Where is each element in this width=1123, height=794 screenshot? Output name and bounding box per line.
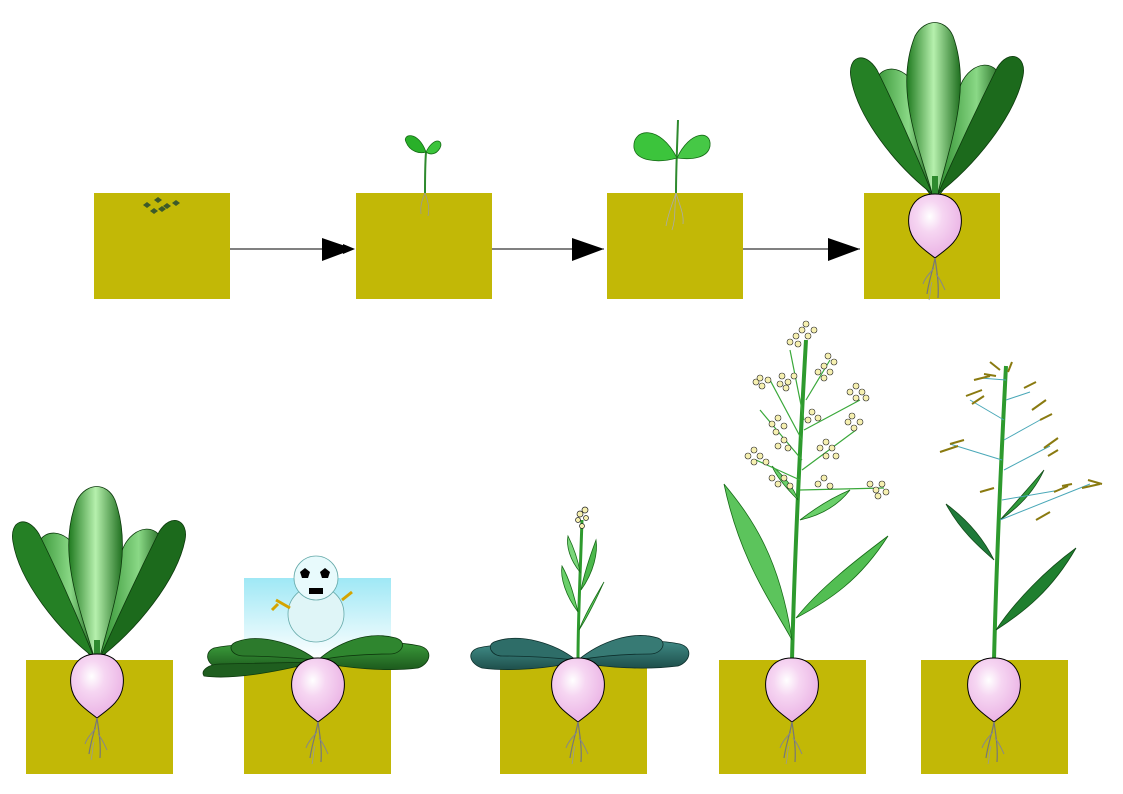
- soil-block: [356, 193, 492, 299]
- arrow-1-head: [322, 238, 354, 261]
- stage-flowering: [719, 320, 890, 774]
- stage-mature-radish: [849, 22, 1025, 301]
- stage-bolting: [470, 506, 690, 774]
- stage-mature-radish-repeat: [11, 486, 187, 774]
- seed-icon: [143, 197, 180, 214]
- arrow-2-head: [572, 238, 604, 261]
- bolting-stalk-icon: [561, 506, 605, 661]
- arrow-3-head: [828, 238, 860, 261]
- seedling-icon: [404, 135, 442, 217]
- rosette-leaves: [202, 635, 430, 678]
- seed-pods: [939, 361, 1103, 521]
- snowman-icon: [270, 555, 353, 643]
- stage-winter-rosette: [202, 555, 430, 774]
- rosette-leaves: [470, 635, 690, 671]
- stage-young-plant: [607, 119, 743, 299]
- flower-clusters: [744, 320, 890, 500]
- stage-seed-pods: [921, 361, 1103, 774]
- young-plant-icon: [633, 119, 711, 231]
- stage-seeds-in-soil: [94, 193, 230, 299]
- seed-pod-stalk-icon: [939, 361, 1103, 661]
- flowering-stalk-icon: [723, 320, 890, 661]
- stage-seedling: [356, 135, 492, 299]
